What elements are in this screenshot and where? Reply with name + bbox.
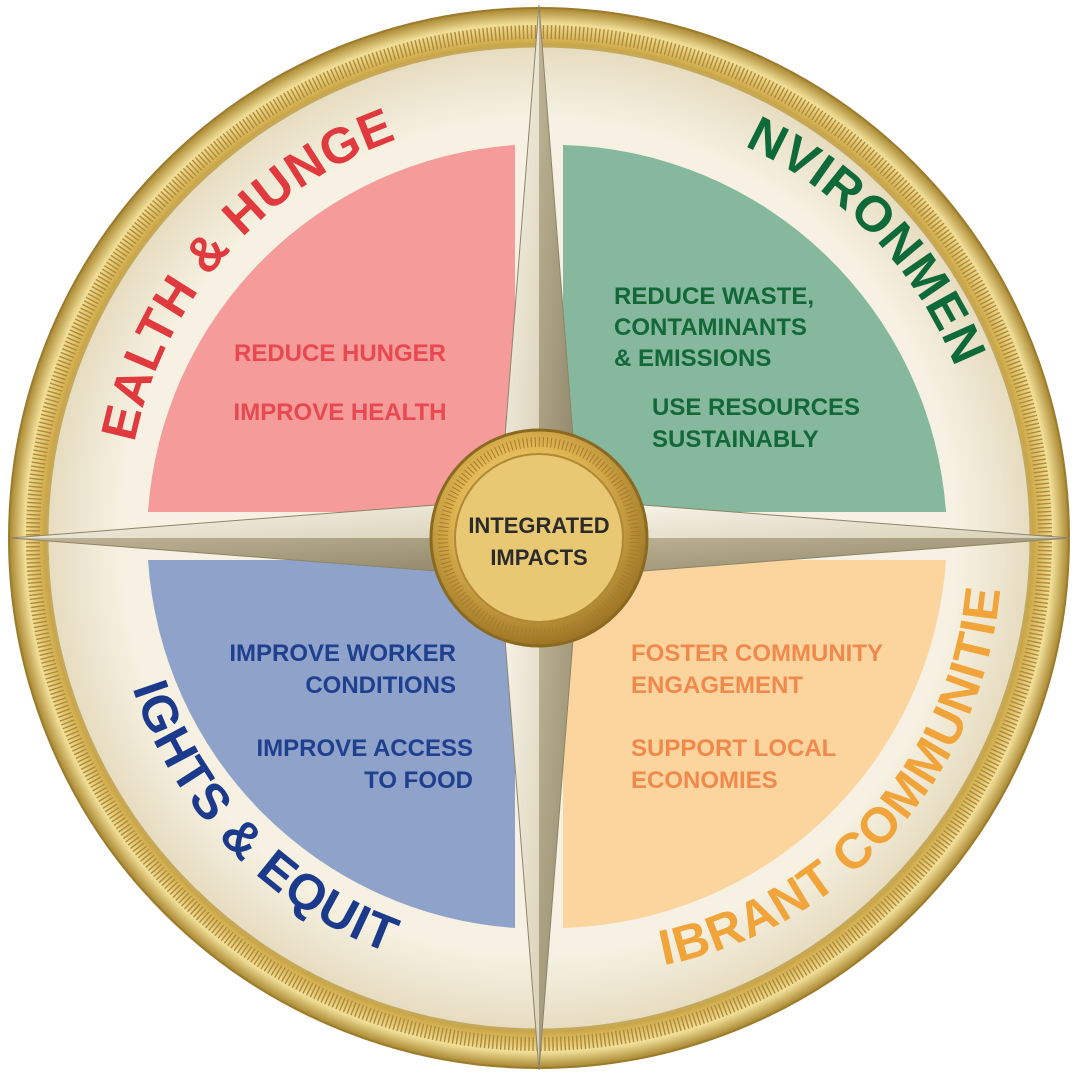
item-access-food-line2: TO FOOD: [364, 767, 473, 794]
compass-star: [9, 4, 1071, 1071]
item-worker-conditions-line2: CONDITIONS: [305, 672, 456, 699]
center-line2: IMPACTS: [490, 545, 587, 570]
item-community-engagement-line2: ENGAGEMENT: [631, 672, 803, 699]
item-reduce-waste-line1: REDUCE WASTE,: [614, 283, 814, 310]
quadrant-rights: [148, 560, 515, 928]
item-worker-conditions-line1: IMPROVE WORKER: [229, 640, 456, 667]
item-local-economies-line1: SUPPORT LOCAL: [631, 735, 836, 762]
item-community-engagement-line1: FOSTER COMMUNITY: [631, 640, 883, 667]
health-items: REDUCE HUNGER IMPROVE HEALTH: [234, 340, 447, 426]
item-improve-health: IMPROVE HEALTH: [234, 399, 447, 426]
item-access-food-line1: IMPROVE ACCESS: [257, 735, 473, 762]
center-medallion: INTEGRATED IMPACTS: [429, 428, 649, 648]
item-use-resources-line2: SUSTAINABLY: [652, 426, 819, 453]
item-local-economies-line2: ECONOMIES: [631, 767, 778, 794]
rights-items: IMPROVE WORKER CONDITIONS IMPROVE ACCESS…: [229, 640, 473, 794]
quadrant-health: [148, 145, 515, 512]
item-reduce-waste-line3: & EMISSIONS: [614, 345, 771, 372]
vibrant-items: FOSTER COMMUNITY ENGAGEMENT SUPPORT LOCA…: [631, 640, 883, 794]
quadrant-environment: [563, 145, 946, 512]
item-reduce-waste-line2: CONTAMINANTS: [614, 314, 807, 341]
quadrant-vibrant: [563, 560, 946, 928]
center-line1: INTEGRATED: [468, 513, 609, 538]
environment-items: REDUCE WASTE, CONTAMINANTS & EMISSIONS U…: [614, 283, 860, 453]
item-reduce-hunger: REDUCE HUNGER: [234, 340, 446, 367]
item-use-resources-line1: USE RESOURCES: [652, 394, 860, 421]
